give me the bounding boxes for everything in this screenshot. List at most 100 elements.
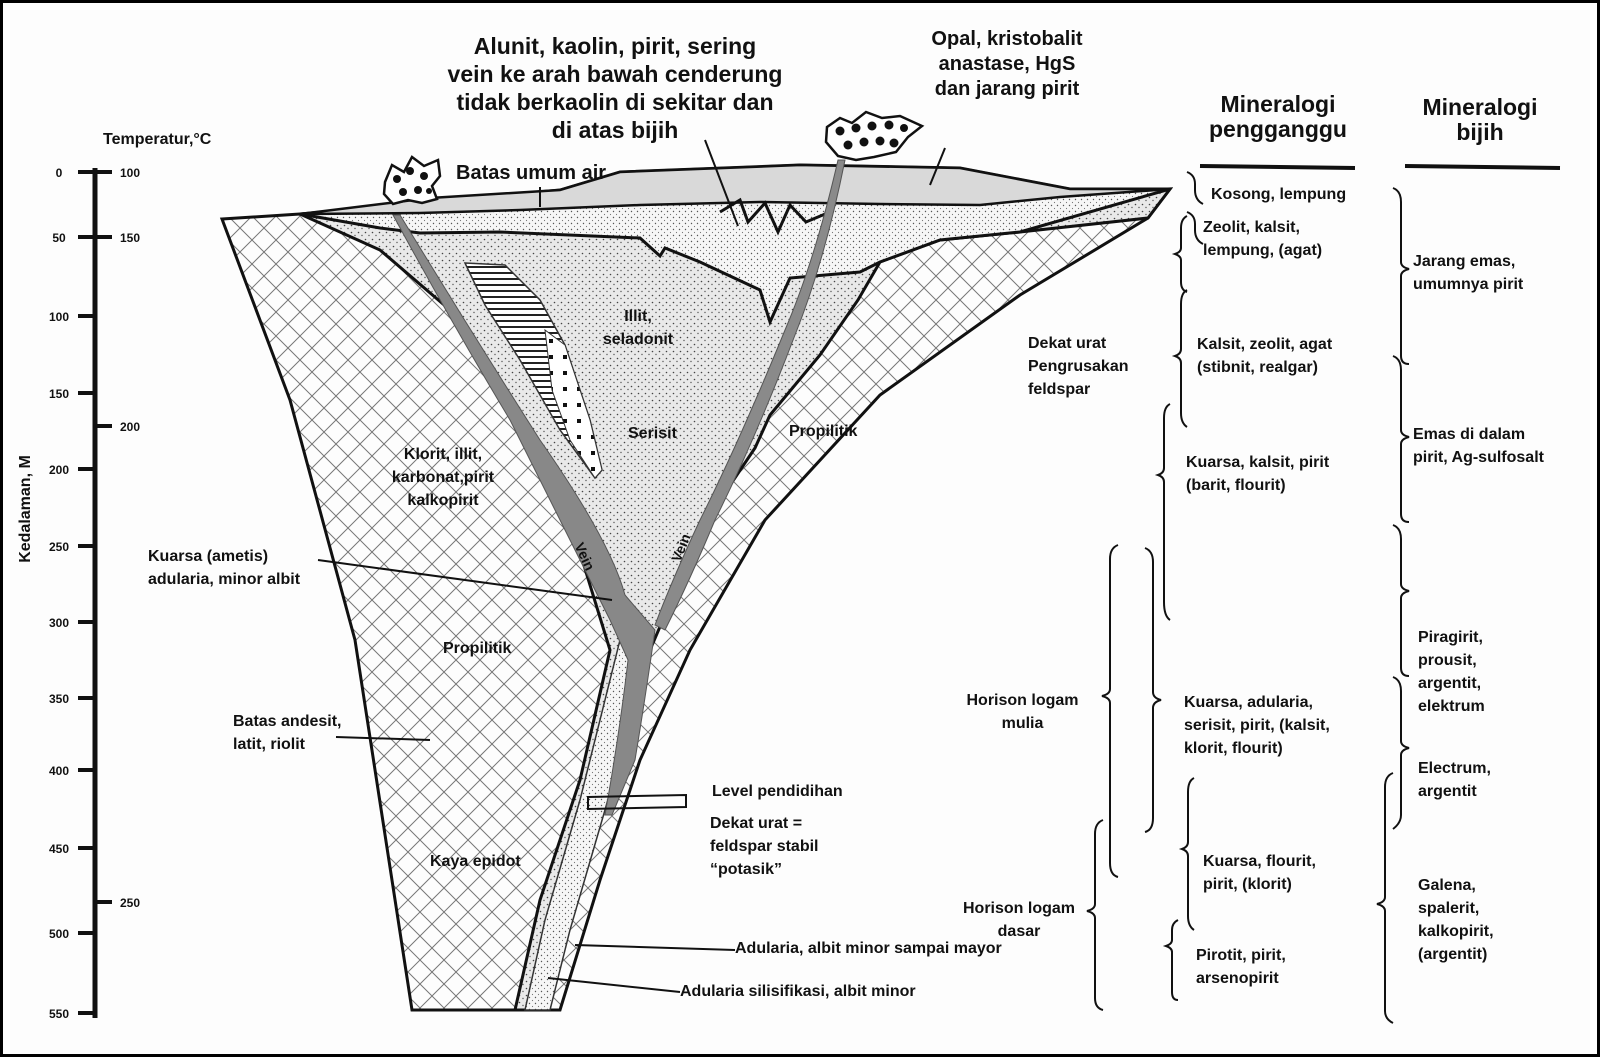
temperature-tick-label: 150: [120, 231, 141, 245]
ore-item-1-line-2: umumnya pirit: [1413, 276, 1524, 293]
alunit-line-4: di atas bijih: [551, 117, 679, 143]
boiling-level-label: Level pendidihan: [712, 783, 843, 800]
alunit-line-1: Alunit, kaolin, pirit, sering: [473, 33, 757, 59]
ore-item-5-line-3: kalkopirit,: [1418, 923, 1494, 940]
gangue-item-5-line-2: serisit, pirit, (kalsit,: [1184, 717, 1330, 734]
gangue-header-line-1: Mineralogi: [1220, 91, 1336, 117]
depth-tick-label: 200: [48, 463, 70, 477]
gangue-item-4-line-1: Kuarsa, kalsit, pirit: [1186, 454, 1330, 471]
temperature-tick-label: 250: [120, 896, 141, 910]
adularia-silica-label: Adularia silisifikasi, albit minor: [680, 983, 916, 1000]
ore-item: Piragirit, prousit, argentit, elektrum: [1418, 626, 1485, 718]
leader-lines: [317, 139, 946, 993]
ore-item-5-line-4: (argentit): [1418, 946, 1488, 963]
opal-line-3: dan jarang pirit: [934, 78, 1080, 100]
potassic-line-3: “potasik”: [710, 861, 783, 878]
destruction-line-2: Pengrusakan: [1028, 358, 1129, 375]
ore-item-2-line-2: pirit, Ag-sulfosalt: [1413, 449, 1544, 466]
gangue-header-line-2: pengganggu: [1209, 116, 1347, 142]
temperature-tick-label: 200: [120, 420, 141, 434]
illite-zone-label: Illit, seladonit: [578, 305, 698, 351]
andesite-line-1: Batas andesit,: [233, 713, 342, 730]
alunit-label: Alunit, kaolin, pirit, sering vein ke ar…: [405, 32, 825, 144]
amethyst-label: Kuarsa (ametis) adularia, minor albit: [148, 545, 300, 591]
gangue-item: Kuarsa, flourit, pirit, (klorit): [1203, 850, 1316, 896]
base-horizon-line-2: dasar: [997, 923, 1041, 940]
alunit-line-3: tidak berkaolin di sekitar dan: [456, 89, 774, 115]
propylitic-left-label: Propilitik: [443, 640, 512, 657]
illite-line-1: Illit,: [624, 308, 652, 325]
feldspar-destruction-label: Dekat urat Pengrusakan feldspar: [1028, 332, 1128, 401]
gangue-header-underline: [1199, 164, 1356, 170]
ore-item: Electrum, argentit: [1418, 757, 1491, 803]
opal-label: Opal, kristobalit anastase, HgS dan jara…: [902, 27, 1112, 102]
chlorite-zone-label: Klorit, illit, karbonat,pirit kalkopirit: [378, 443, 508, 512]
ore-header: Mineralogi bijih: [1410, 95, 1550, 145]
amethyst-line-2: adularia, minor albit: [148, 571, 301, 588]
gangue-item-5-line-1: Kuarsa, adularia,: [1184, 694, 1313, 711]
chlorite-line-1: Klorit, illit,: [403, 446, 483, 463]
ore-item-3-line-3: argentit,: [1418, 675, 1482, 692]
ore-item-5-line-1: Galena,: [1418, 877, 1476, 894]
potassic-line-2: feldspar stabil: [710, 838, 819, 855]
potassic-line-1: Dekat urat =: [710, 815, 803, 832]
range-braces: [1086, 171, 1410, 1024]
ore-item-1-line-1: Jarang emas,: [1413, 253, 1516, 270]
depth-tick-label: 100: [48, 310, 70, 324]
ore-item-3-line-4: elektrum: [1418, 698, 1485, 715]
opal-line-2: anastase, HgS: [938, 53, 1076, 75]
alunit-line-2: vein ke arah bawah cenderung: [447, 61, 783, 87]
temperature-title: Temperatur,°C: [103, 131, 212, 148]
sinter-dots-right: [835, 120, 908, 150]
depth-tick-label: 550: [48, 1007, 70, 1021]
gangue-item-7-line-2: arsenopirit: [1196, 970, 1279, 987]
gangue-item: Kuarsa, kalsit, pirit (barit, flourit): [1186, 451, 1329, 497]
sinter-blob-left: [382, 155, 442, 206]
propylitic-right-label: Propilitik: [789, 423, 858, 440]
gangue-item-3-line-1: Kalsit, zeolit, agat: [1197, 336, 1333, 353]
gangue-item-6-line-2: pirit, (klorit): [1203, 876, 1292, 893]
gangue-item-1-line-1: Kosong, lempung: [1211, 186, 1347, 203]
gangue-item: Pirotit, pirit, arsenopirit: [1196, 944, 1286, 990]
gangue-item-7-line-1: Pirotit, pirit,: [1196, 947, 1286, 964]
depth-tick-label: 250: [48, 540, 70, 554]
ore-header-underline: [1404, 164, 1561, 170]
epidote-zone-label: Kaya epidot: [430, 853, 521, 870]
depth-tick-label: 500: [48, 927, 70, 941]
gangue-item-2-line-2: lempung, (agat): [1203, 242, 1323, 259]
ore-item-5-line-2: spalerit,: [1418, 900, 1480, 917]
depth-tick-label: 300: [48, 616, 70, 630]
boiling-level-box: [587, 793, 687, 811]
ore-item: Galena, spalerit, kalkopirit, (argentit): [1418, 874, 1494, 966]
andesite-boundary-label: Batas andesit, latit, riolit: [233, 710, 341, 756]
ore-item-4-line-2: argentit: [1418, 783, 1477, 800]
ore-item: Jarang emas, umumnya pirit: [1413, 250, 1523, 296]
opal-line-1: Opal, kristobalit: [931, 28, 1083, 50]
destruction-line-3: feldspar: [1028, 381, 1091, 398]
andesite-line-2: latit, riolit: [233, 736, 305, 753]
ore-item-3-line-1: Piragirit,: [1418, 629, 1483, 646]
gangue-item: Kosong, lempung: [1211, 183, 1346, 206]
ore-item-3-line-2: prousit,: [1418, 652, 1477, 669]
gangue-item: Kuarsa, adularia, serisit, pirit, (kalsi…: [1184, 691, 1330, 760]
depth-axis-ticks: [78, 170, 112, 1015]
adularia-albite-label: Adularia, albit minor sampai mayor: [735, 940, 1002, 957]
depth-tick-label: 50: [52, 231, 66, 245]
gangue-item: Zeolit, kalsit, lempung, (agat): [1203, 216, 1322, 262]
gangue-item: Kalsit, zeolit, agat (stibnit, realgar): [1197, 333, 1332, 379]
depth-axis-title: Kedalaman, M: [17, 455, 34, 563]
sinter-dots-left: [393, 167, 432, 196]
depth-tick-label: 350: [48, 692, 70, 706]
precious-metal-horizon-label: Horison logam mulia: [955, 689, 1090, 735]
ore-item: Emas di dalam pirit, Ag-sulfosalt: [1413, 423, 1544, 469]
temperature-tick-label: 100: [120, 166, 141, 180]
vein-left: [392, 214, 656, 816]
base-metal-horizon-label: Horison logam dasar: [944, 897, 1094, 943]
base-horizon-line-1: Horison logam: [962, 900, 1075, 917]
precious-horizon-line-1: Horison logam: [966, 692, 1079, 709]
gangue-header: Mineralogi pengganggu: [1203, 92, 1353, 142]
ore-header-line-1: Mineralogi: [1422, 94, 1538, 120]
gangue-item-2-line-1: Zeolit, kalsit,: [1203, 219, 1300, 236]
precious-horizon-line-2: mulia: [1001, 715, 1044, 732]
